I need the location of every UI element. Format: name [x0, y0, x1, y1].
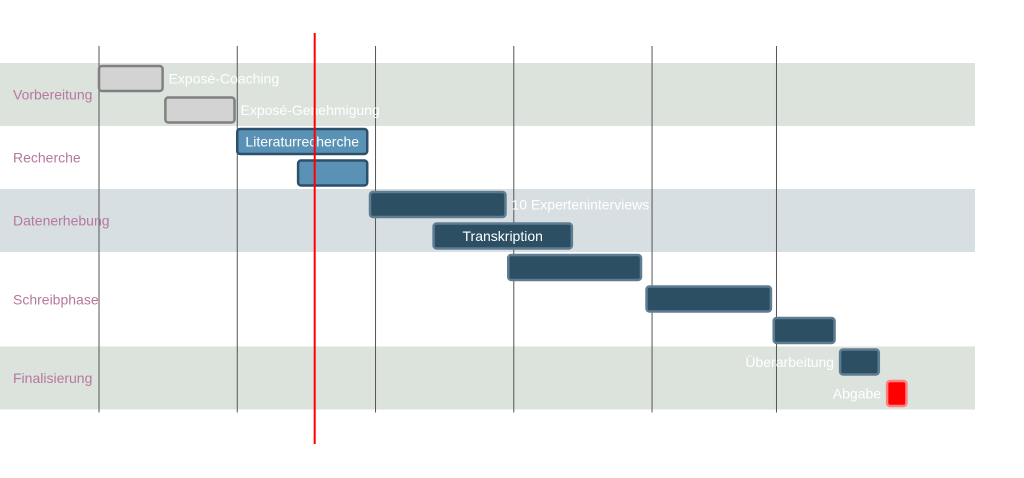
task-label: Exposé-Coaching: [169, 71, 280, 87]
task-bar: [97, 64, 164, 93]
task-bar: [885, 379, 908, 408]
task-label: Literaturrecherche: [245, 134, 359, 150]
task-bar: [296, 159, 369, 187]
section-bands: [0, 63, 975, 410]
section-label: Finalisierung: [13, 370, 92, 386]
task-bar: [838, 348, 881, 376]
task-label: Überarbeitung: [745, 353, 834, 370]
section-label: Vorbereitung: [13, 87, 92, 103]
task-bar: [432, 222, 574, 250]
task-label: 10 Experteninterviews: [511, 197, 649, 213]
task-bar: [645, 285, 773, 313]
section-label: Datenerhebung: [13, 213, 110, 229]
section-labels: VorbereitungRechercheDatenerhebungSchrei…: [13, 87, 110, 387]
task-bar: [368, 190, 507, 219]
task-label: Abgabe: [833, 386, 881, 402]
grid-lines: [98, 46, 777, 413]
task-bar: [507, 253, 643, 282]
task-bar: [164, 96, 236, 124]
section-label: Recherche: [13, 150, 81, 166]
task-label: Exposé-Genehmigung: [240, 102, 379, 118]
task-label: Transkription: [463, 228, 543, 244]
section-label: Schreibphase: [13, 291, 99, 307]
task-bar: [772, 316, 836, 345]
section-band: [0, 126, 975, 189]
task-bar: [236, 127, 369, 156]
task-labels: Exposé-CoachingExposé-GenehmigungLiterat…: [169, 71, 882, 402]
section-band: [0, 346, 975, 410]
